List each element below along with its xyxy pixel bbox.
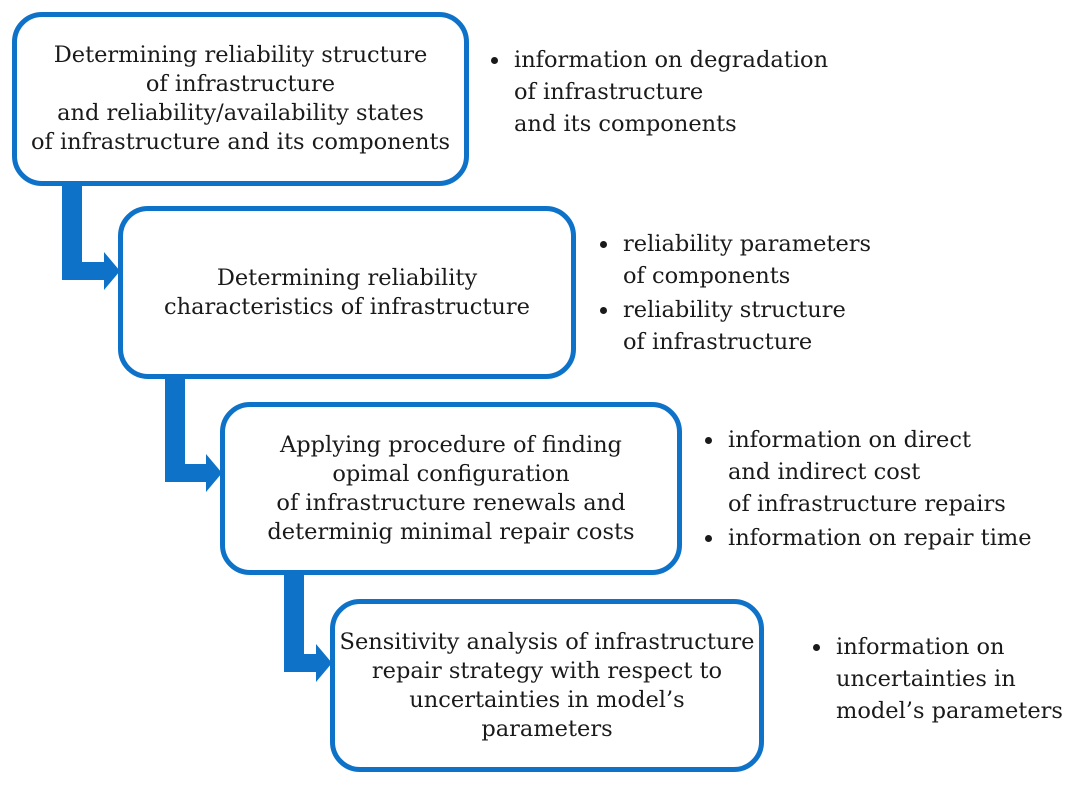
- step-box-determining-reliability-structure: Determining reliability structure of inf…: [12, 12, 469, 186]
- arrow-step2-to-step3: [165, 379, 222, 492]
- step-text: Applying procedure of finding opimal con…: [267, 431, 635, 545]
- step-text: Sensitivity analysis of infrastructure r…: [339, 628, 755, 742]
- step-3-inputs: information on direct and indirect cost …: [705, 424, 1032, 556]
- input-note: information on direct and indirect cost …: [705, 424, 1032, 520]
- step-1-inputs: information on degradation of infrastruc…: [491, 44, 828, 142]
- arrow-step1-to-step2: [62, 186, 120, 290]
- input-note: information on repair time: [705, 522, 1032, 554]
- input-note: information on uncertainties in model’s …: [813, 631, 1063, 727]
- step-2-inputs: reliability parameters of components rel…: [600, 228, 871, 360]
- input-note: information on degradation of infrastruc…: [491, 44, 828, 140]
- step-text: Determining reliability characteristics …: [164, 264, 530, 320]
- step-box-determining-reliability-characteristics: Determining reliability characteristics …: [118, 206, 576, 379]
- step-4-inputs: information on uncertainties in model’s …: [813, 631, 1063, 729]
- step-box-applying-procedure: Applying procedure of finding opimal con…: [220, 402, 682, 575]
- input-note: reliability structure of infrastructure: [600, 294, 871, 358]
- arrow-step3-to-step4: [284, 575, 332, 682]
- step-text: Determining reliability structure of inf…: [30, 42, 451, 155]
- input-note: reliability parameters of components: [600, 228, 871, 292]
- step-box-sensitivity-analysis: Sensitivity analysis of infrastructure r…: [330, 599, 764, 772]
